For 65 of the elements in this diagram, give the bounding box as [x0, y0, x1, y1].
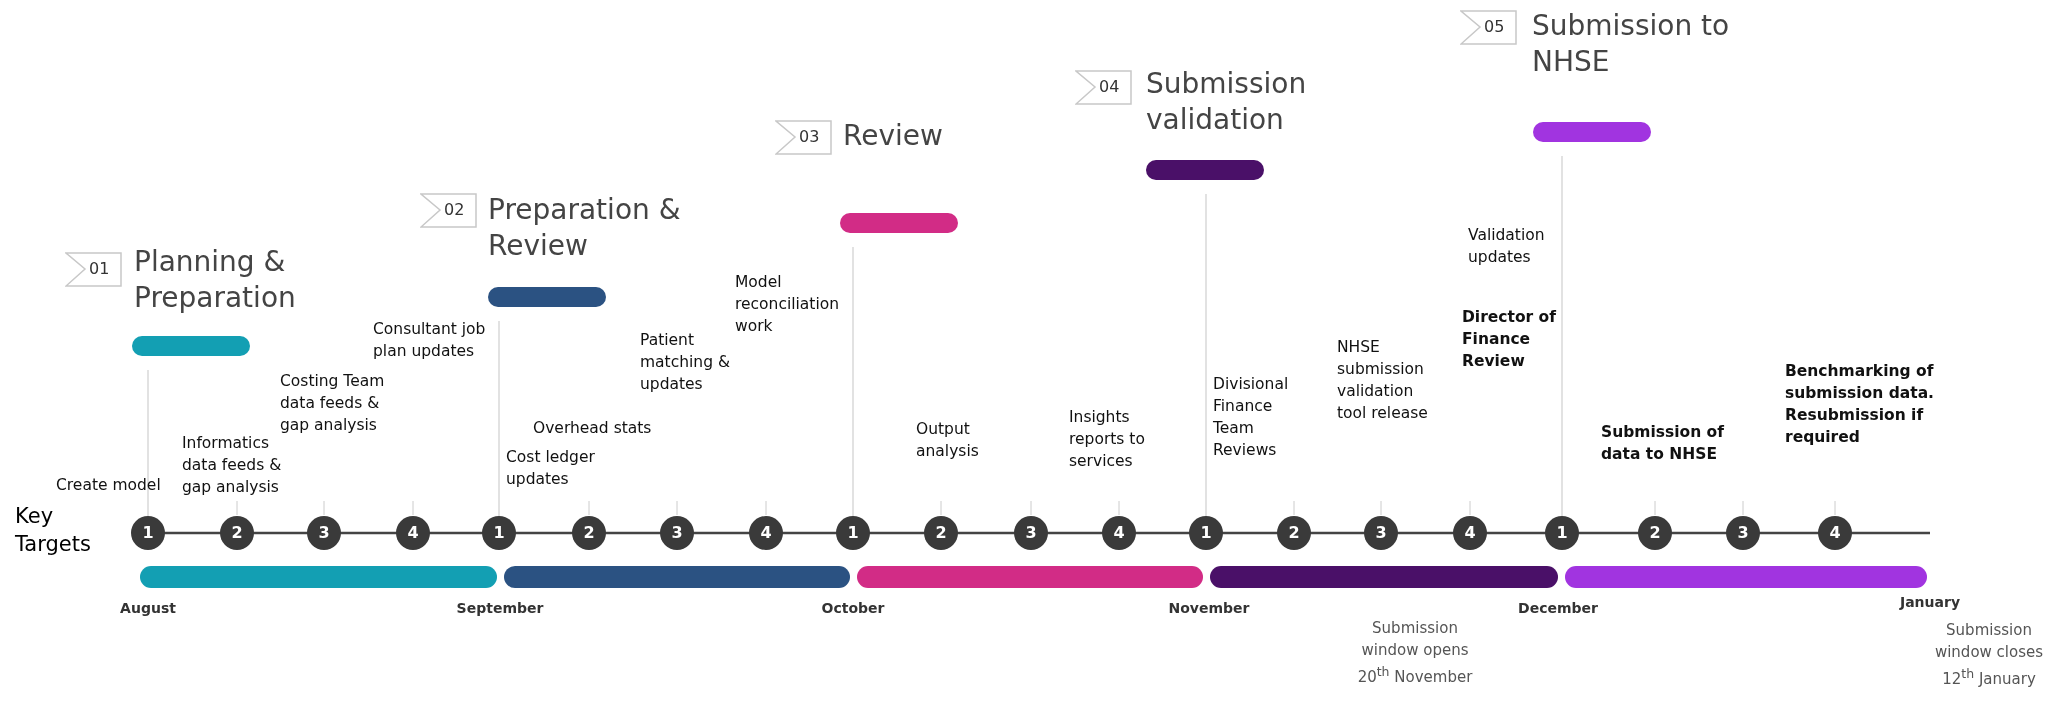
milestone-marker: 3: [1014, 516, 1048, 550]
milestone-marker: 1: [1545, 516, 1579, 550]
milestone-marker: 2: [1638, 516, 1672, 550]
month-label: November: [1168, 600, 1250, 616]
milestone-marker: 3: [307, 516, 341, 550]
milestone-label: Validation updates: [1468, 225, 1546, 268]
milestone-marker: 1: [131, 516, 165, 550]
step-number: 03: [799, 127, 820, 146]
month-bar: [1210, 566, 1558, 588]
milestone-label: Output analysis: [916, 419, 980, 462]
month-bar: [857, 566, 1203, 588]
month-bar: [504, 566, 850, 588]
phase-title: Review: [843, 118, 944, 154]
milestone-marker: 4: [1818, 516, 1852, 550]
step-number: 01: [89, 259, 110, 278]
milestone-marker: 2: [220, 516, 254, 550]
milestone-label: Divisional Finance Team Reviews: [1213, 374, 1290, 461]
milestone-marker: 2: [572, 516, 606, 550]
milestone-label: Patient matching & updates: [640, 330, 731, 395]
deadline-note: Submission window opens 20$^{th}$ November: [1356, 618, 1474, 688]
milestone-marker: 3: [1364, 516, 1398, 550]
milestone-marker: 3: [660, 516, 694, 550]
milestone-marker: 4: [1453, 516, 1487, 550]
milestone-marker: 4: [1102, 516, 1136, 550]
milestone-label: Model reconciliation work: [735, 272, 841, 337]
milestone-marker: 3: [1726, 516, 1760, 550]
phase-bar: [132, 336, 250, 356]
milestone-marker: 2: [924, 516, 958, 550]
phase-bar: [1146, 160, 1264, 180]
row-heading: Key Targets: [15, 503, 92, 558]
phase-bar: [1533, 122, 1651, 142]
month-label: August: [120, 600, 176, 616]
step-number: 04: [1099, 77, 1120, 96]
month-bar: [1565, 566, 1927, 588]
milestone-label: NHSE submission validation tool release: [1337, 337, 1429, 424]
milestone-marker: 4: [749, 516, 783, 550]
month-label: January: [1899, 594, 1961, 610]
deadline-note: Submission window closes 12$^{th}$ January: [1933, 620, 2045, 690]
month-label: September: [456, 600, 544, 616]
milestone-label: Insights reports to services: [1069, 407, 1146, 472]
milestone-marker: 1: [1189, 516, 1223, 550]
month-bar: [140, 566, 497, 588]
milestone-marker: 1: [482, 516, 516, 550]
milestone-label: Submission of data to NHSE: [1601, 422, 1725, 465]
milestone-label: Informatics data feeds & gap analysis: [182, 433, 283, 498]
step-number: 02: [444, 200, 465, 219]
milestone-label: Benchmarking of submission data. Resubmission if required: [1785, 361, 1935, 448]
milestone-label: Director of Finance Review: [1462, 307, 1557, 372]
milestone-marker: 2: [1277, 516, 1311, 550]
month-label: December: [1518, 600, 1598, 616]
step-number: 05: [1484, 17, 1505, 36]
phase-bar: [488, 287, 606, 307]
phase-bar: [840, 213, 958, 233]
milestone-label: Consultant job plan updates: [373, 319, 487, 362]
phase-title: Submission to NHSE: [1532, 8, 1731, 80]
milestone-label: Overhead stats: [533, 418, 653, 439]
milestone-label: Create model: [56, 475, 162, 496]
month-label: October: [821, 600, 885, 616]
phase-title: Planning & Preparation: [134, 244, 297, 316]
phase-title: Preparation & Review: [488, 192, 682, 264]
phase-title: Submission validation: [1146, 66, 1308, 138]
milestone-marker: 4: [396, 516, 430, 550]
milestone-label: Cost ledger updates: [506, 447, 596, 490]
milestone-marker: 1: [836, 516, 870, 550]
milestone-label: Costing Team data feeds & gap analysis: [280, 371, 386, 436]
